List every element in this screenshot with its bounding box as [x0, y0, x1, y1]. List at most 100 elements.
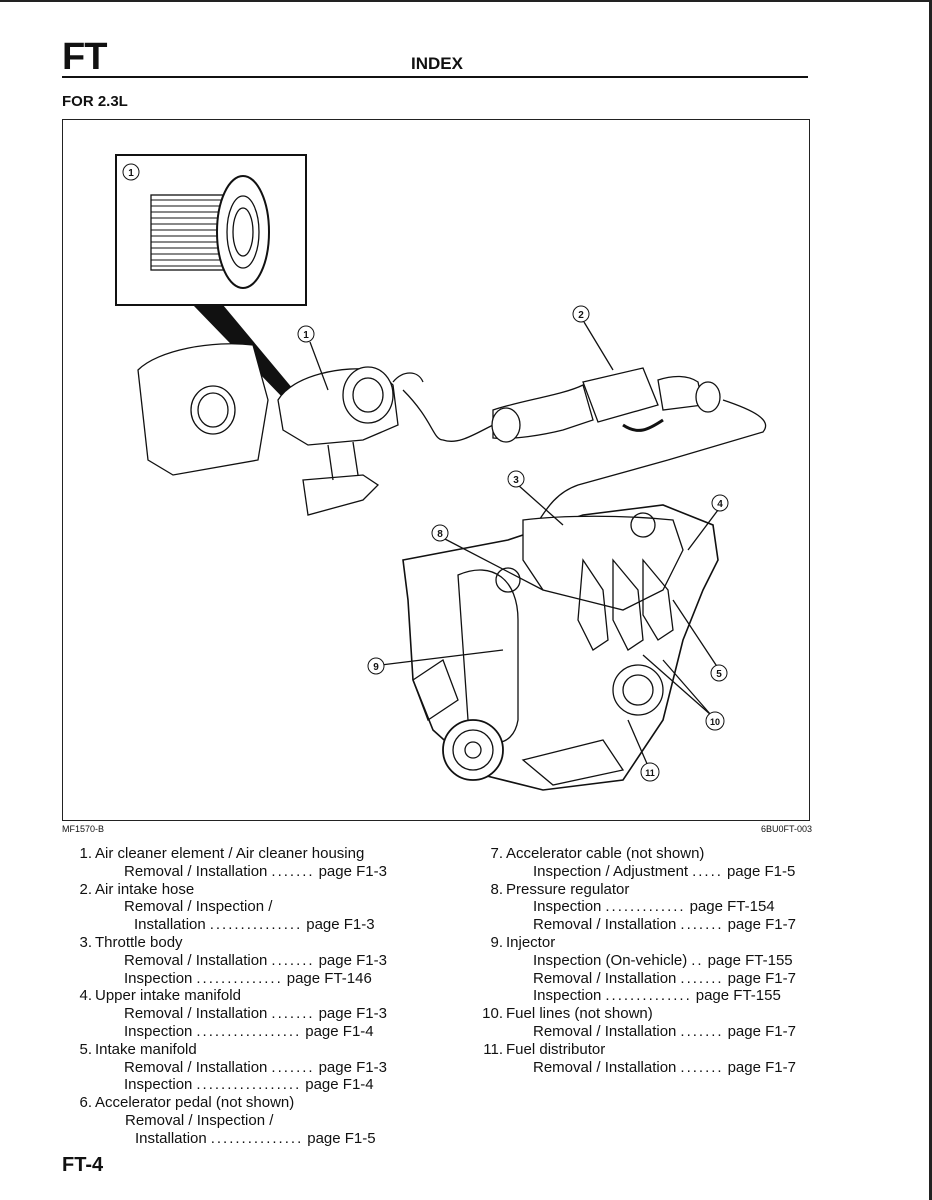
- page-reference: page F1-7: [727, 969, 796, 987]
- index-entry-title: 6.Accelerator pedal (not shown): [62, 1094, 412, 1112]
- callout-circle: 10: [705, 711, 725, 731]
- index-column-left: 1.Air cleaner element / Air cleaner hous…: [62, 845, 412, 1148]
- entry-title-text: Intake manifold: [95, 1040, 197, 1058]
- index-entry-title: 1.Air cleaner element / Air cleaner hous…: [62, 845, 412, 863]
- index-entry-title: 3.Throttle body: [62, 934, 412, 952]
- index-subentry: Removal / Installation.......page F1-3: [62, 1059, 412, 1077]
- page-top-border: [0, 0, 932, 2]
- subentry-label: Inspection: [533, 898, 602, 916]
- entry-number: 1.: [79, 845, 92, 862]
- subentry-label: Inspection: [124, 969, 193, 987]
- header-rule: [62, 76, 808, 78]
- page-reference: page F1-3: [306, 916, 375, 934]
- callout-label: 1: [128, 168, 134, 179]
- index-entry-title: 11.Fuel distributor: [475, 1041, 820, 1059]
- callout-circle: 4: [711, 494, 729, 512]
- index-subentry: Inspection / Adjustment.....page F1-5: [475, 863, 820, 881]
- entry-title-text: Throttle body: [95, 933, 183, 951]
- subentry-label: Removal / Installation: [533, 969, 677, 987]
- figure-code-right: 6BU0FT-003: [760, 824, 812, 834]
- leader-dots: .......: [680, 969, 724, 987]
- entry-title-text: Fuel distributor: [506, 1040, 606, 1058]
- callout-label: 8: [437, 529, 443, 540]
- page-reference: page F1-3: [318, 862, 387, 880]
- subentry-label: Inspection: [124, 1076, 193, 1094]
- page-reference: page FT-155: [695, 987, 781, 1005]
- section-code: FT: [62, 36, 107, 78]
- index-subentry: Removal / Installation.......page F1-7: [475, 1059, 820, 1077]
- subentry-label: Removal / Installation: [124, 951, 268, 969]
- entry-title-text: Pressure regulator: [506, 880, 630, 898]
- index-subentry: Removal / Installation.......page F1-3: [62, 863, 412, 881]
- leader-dots: .................: [196, 1076, 302, 1094]
- callout-label: 3: [513, 475, 519, 486]
- fender-outline: [137, 343, 269, 476]
- index-subentry: Removal / Installation.......page F1-7: [475, 916, 820, 934]
- page-reference: page F1-3: [318, 951, 387, 969]
- index-subentry: Removal / Installation.......page F1-7: [475, 1023, 820, 1041]
- page-reference: page FT-155: [707, 951, 793, 969]
- entry-number: 8.: [490, 880, 503, 898]
- entry-title-text: Upper intake manifold: [95, 987, 241, 1005]
- callout-label: 10: [710, 717, 720, 727]
- callout-circle: 11: [640, 762, 660, 782]
- subentry-label: Inspection: [533, 987, 602, 1005]
- index-subentry: Removal / Installation.......page F1-3: [62, 1005, 412, 1023]
- entry-number: 2.: [79, 880, 92, 898]
- leader-dots: ..............: [196, 969, 283, 987]
- engine-block: [402, 504, 719, 791]
- page-reference: page F1-5: [726, 862, 796, 880]
- entry-number: 11.: [483, 1040, 503, 1058]
- leader-dots: .......: [271, 1058, 315, 1076]
- subentry-label: Inspection: [124, 1022, 193, 1040]
- entry-number: 5.: [79, 1040, 92, 1058]
- entry-title-text: Fuel lines (not shown): [506, 1005, 653, 1023]
- index-entry-title: 8.Pressure regulator: [475, 881, 820, 899]
- subentry-label: Inspection (On-vehicle): [533, 951, 688, 969]
- subentry-label: Removal / Inspection /: [124, 898, 273, 916]
- leader-dots: .......: [680, 1022, 724, 1040]
- page-reference: page F1-3: [318, 1058, 387, 1076]
- leader-dots: ...............: [210, 1129, 304, 1147]
- page-reference: page F1-4: [305, 1076, 374, 1094]
- index-entry-title: 7.Accelerator cable (not shown): [475, 845, 820, 863]
- index-column-right: 7.Accelerator cable (not shown)Inspectio…: [475, 845, 820, 1076]
- subentry-label: Installation: [134, 916, 206, 934]
- index-subentry: Inspection (On-vehicle)..page FT-155: [475, 952, 820, 970]
- callout-circle: 2: [572, 305, 590, 323]
- entry-title-text: Air cleaner element / Air cleaner housin…: [95, 845, 365, 862]
- entry-title-text: Injector: [506, 933, 556, 951]
- subentry-label: Removal / Inspection /: [125, 1111, 274, 1129]
- index-subentry: Inspection.................page F1-4: [62, 1023, 412, 1041]
- figure-frame: 1 1 2 3 4 5 8 9 10 11: [62, 119, 810, 821]
- callout-circle: 1: [297, 325, 315, 343]
- callout-circle: 8: [431, 524, 449, 542]
- leader-dots: .................: [196, 1022, 302, 1040]
- index-entry-title: 5.Intake manifold: [62, 1041, 412, 1059]
- page-reference: page F1-3: [318, 1005, 387, 1023]
- leader-dots: .......: [680, 1058, 724, 1076]
- callout-label: 2: [578, 310, 584, 321]
- page-right-border: [929, 0, 932, 1200]
- leader-dots: .......: [271, 1005, 315, 1023]
- engine-subheading: FOR 2.3L: [62, 93, 128, 110]
- page-reference: page F1-7: [727, 916, 796, 934]
- index-entry-title: 9.Injector: [475, 934, 820, 952]
- leader-dots: ..............: [605, 987, 692, 1005]
- index-entry-title: 4.Upper intake manifold: [62, 987, 412, 1005]
- subentry-label: Installation: [135, 1129, 207, 1147]
- index-entry-title: 10.Fuel lines (not shown): [475, 1005, 820, 1023]
- leader-dots: .............: [605, 898, 686, 916]
- callout-label: 11: [645, 768, 655, 778]
- leader-dots: ...............: [209, 916, 303, 934]
- leader-dots: .......: [271, 951, 315, 969]
- air-filter-element-drawing: [150, 175, 270, 289]
- index-subentry: Inspection.................page F1-4: [62, 1076, 412, 1094]
- subentry-label: Removal / Installation: [533, 1022, 677, 1040]
- figure-code-left: MF1570-B: [62, 824, 105, 834]
- subentry-label: Removal / Installation: [533, 1058, 677, 1076]
- entry-title-text: Air intake hose: [95, 880, 195, 898]
- leader-dots: ..: [691, 951, 704, 969]
- callout-circle: 5: [710, 664, 728, 682]
- callout-label: 5: [716, 669, 722, 680]
